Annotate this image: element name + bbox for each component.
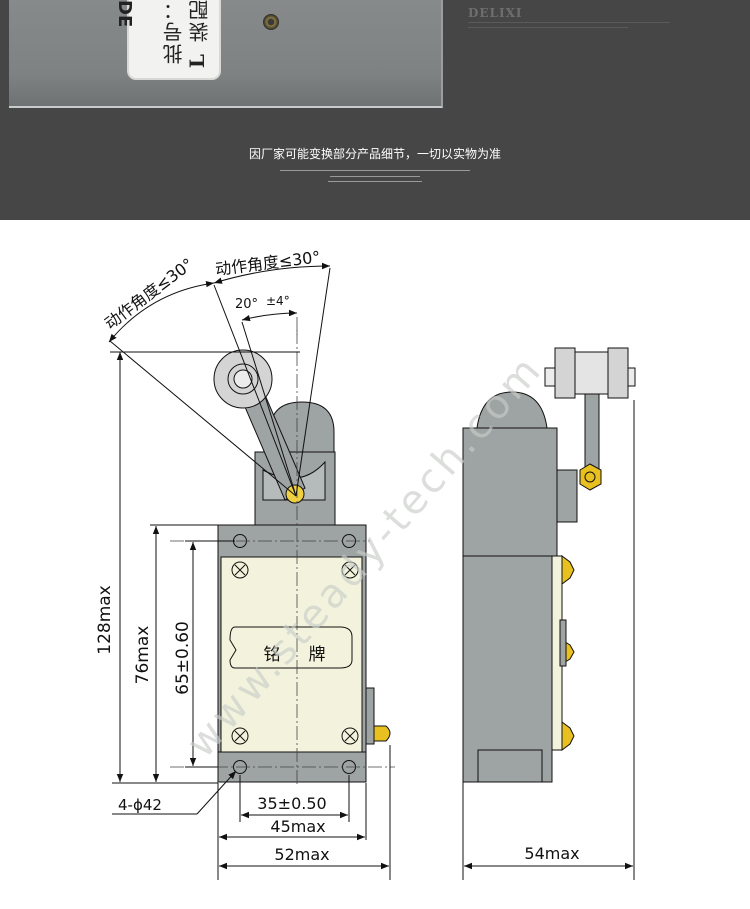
notice-fine-print (280, 170, 470, 171)
hole-leader (112, 770, 237, 815)
side-head (462, 427, 558, 557)
screw-icon (263, 14, 279, 30)
brass-screw-icon (561, 555, 575, 585)
dim-width-holes: 35±0.50 (257, 794, 326, 813)
product-photo-banner: DE 批号： 装配 L DELIXI 因厂家可能变换部分产品细节，一切以实物为准 (0, 0, 750, 220)
nameplate-char2: 牌 (309, 645, 326, 665)
notice-fine-print (328, 181, 422, 182)
dim-height-total: 128max (95, 585, 115, 655)
side-view (462, 347, 636, 783)
side-roller-left (554, 347, 576, 399)
side-dimension-lines (462, 400, 635, 880)
side-terminal (365, 687, 375, 745)
side-terminal (559, 619, 567, 667)
side-base (477, 749, 543, 783)
hex-nut-bore (584, 471, 596, 483)
horizontal-dimension-lines (217, 745, 391, 880)
angle-label-tolerance: ±4° (266, 294, 290, 308)
logo-fine-print (468, 27, 628, 28)
banner-notice: 因厂家可能变换部分产品细节，一切以实物为准 (248, 147, 501, 161)
side-dome (476, 391, 548, 429)
angle-construction (108, 262, 331, 497)
plate-screw-icon (231, 561, 359, 745)
angle-label-right: 动作角度≤30° (214, 247, 321, 279)
side-body (462, 555, 553, 783)
brass-screw-icon (561, 721, 575, 751)
angle-label-center: 20° (235, 297, 258, 312)
side-neck (556, 469, 578, 523)
photo-nameplate-label (127, 0, 221, 80)
side-roller-right (607, 347, 629, 399)
logo-fine-print (468, 22, 670, 23)
side-roller-hub (574, 351, 609, 395)
front-view (213, 349, 391, 783)
brass-screw-icon (373, 725, 391, 742)
angle-label-left: 动作角度≤30° (101, 254, 197, 333)
dim-height-mid: 76max (133, 626, 153, 685)
dim-holes: 4-ϕ42 (118, 796, 162, 814)
nameplate-cartouche (229, 626, 353, 669)
product-photo: DE 批号： 装配 L (9, 0, 443, 108)
nameplate-char1: 铭 (264, 645, 281, 665)
brand-logo: DELIXI (468, 6, 523, 20)
dim-height-holes: 65±0.60 (173, 621, 193, 695)
notice-fine-print (330, 176, 420, 177)
vertical-dimension-lines (110, 351, 300, 784)
dim-width-body: 45max (270, 817, 325, 836)
roller-axle (233, 369, 253, 389)
dim-width-total: 52max (274, 845, 329, 864)
dim-depth: 54max (524, 844, 579, 863)
